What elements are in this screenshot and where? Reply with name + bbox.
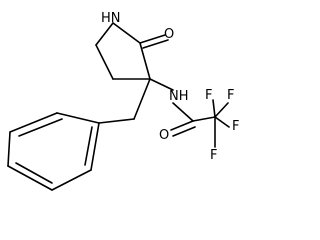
- bond-phenyl-6: [90, 122, 100, 171]
- atom-label-fluorine-bottom: F: [210, 148, 217, 163]
- atom-label-amide-oxygen: O: [159, 128, 169, 143]
- atom-label-fluorine-top-left: F: [205, 88, 212, 103]
- atom-label-ring-nh: HN: [101, 11, 121, 26]
- bond-phenyl-4: [7, 165, 53, 191]
- bond-amide-carbonyl-1: [170, 120, 194, 131]
- bond-ring-n-c5: [112, 22, 141, 44]
- bond-phenyl-inner-1: [18, 118, 63, 137]
- atom-label-amide-nh: NH: [169, 89, 189, 104]
- bond-phenyl-3: [7, 131, 11, 167]
- bond-phenyl-2: [9, 112, 58, 133]
- molecule-structure-diagram: HN O NH O F F F F: [7, 11, 239, 191]
- bond-cf3-f-right: [214, 116, 230, 128]
- atom-label-ring-carbonyl-oxygen: O: [164, 27, 174, 42]
- bond-phenyl-1: [56, 112, 100, 124]
- bond-cf3-f-top-right: [214, 102, 229, 118]
- bond-ring-carbonyl-2: [142, 39, 169, 49]
- bond-amide-carbonyl-2: [172, 126, 196, 137]
- bond-phenyl-inner-3: [84, 126, 93, 166]
- atom-label-fluorine-right: F: [232, 119, 239, 134]
- bond-ring-c2-c3: [95, 44, 114, 80]
- atom-label-fluorine-top-right: F: [227, 88, 234, 103]
- bond-c4-benzyl-ch2: [133, 78, 151, 120]
- bond-carbonyl-cf3: [192, 116, 216, 122]
- bond-ring-carbonyl-1: [139, 34, 166, 44]
- bond-amide-n-carbonyl: [172, 102, 194, 122]
- bond-ch2-phenyl: [98, 118, 135, 124]
- bond-ring-n-c2: [95, 22, 114, 46]
- bond-ring-c4-c5: [139, 42, 151, 80]
- bond-cf3-f-top-left: [212, 99, 216, 118]
- bond-phenyl-5: [51, 169, 92, 191]
- bond-c4-amide-n: [149, 78, 174, 91]
- bond-phenyl-inner-2: [15, 162, 53, 184]
